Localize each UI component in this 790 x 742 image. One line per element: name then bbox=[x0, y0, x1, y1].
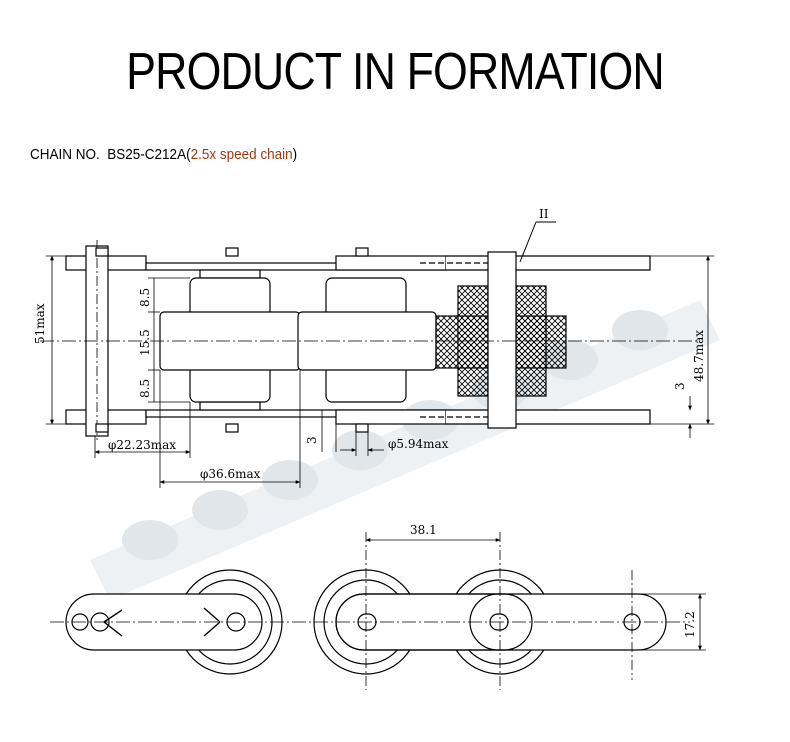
dim-bush-diameter-label: φ5.94max bbox=[388, 437, 449, 451]
section-pin bbox=[487, 251, 517, 429]
dim-overall-width-label: 51max bbox=[33, 303, 47, 344]
dim-plate-thickness-right-label: 3 bbox=[673, 382, 687, 390]
chain-note: 2.5x speed chain bbox=[190, 146, 293, 163]
page-title: PRODUCT IN FORMATION bbox=[126, 43, 665, 101]
dim-plate-height bbox=[632, 593, 706, 651]
chain-number: BS25-C212A( bbox=[107, 146, 191, 163]
top-view bbox=[40, 240, 700, 440]
dim-roller-mid: 15.5 bbox=[138, 329, 152, 356]
dim-roller-heights bbox=[148, 277, 190, 403]
dim-bush-diameter bbox=[340, 432, 384, 456]
dim-inner-width-label: 48.7max bbox=[692, 330, 706, 382]
dim-roller-top: 8.5 bbox=[138, 288, 152, 307]
dim-inner-width bbox=[650, 255, 714, 425]
chain-close: ) bbox=[292, 146, 298, 163]
dim-plate-thickness-left bbox=[321, 410, 337, 452]
dim-outer-roller-diameter-label: φ36.6max bbox=[200, 467, 261, 481]
dim-overall-width bbox=[46, 255, 66, 425]
section-mark-label: II bbox=[539, 207, 549, 221]
dim-pin-diameter bbox=[94, 402, 191, 458]
watermark-chain-photo bbox=[90, 300, 720, 600]
section-mark bbox=[519, 221, 556, 263]
dim-roller-bottom: 8.5 bbox=[138, 379, 152, 398]
chain-number-line: CHAIN NO. BS25-C212A(2.5x speed chain) bbox=[30, 146, 297, 163]
dim-pitch-label: 38.1 bbox=[410, 523, 437, 537]
dim-plate-height-label: 17.2 bbox=[683, 611, 697, 638]
dim-plate-thickness-left-label: 3 bbox=[305, 436, 319, 444]
dim-pin-diameter-label: φ22.23max bbox=[108, 438, 176, 452]
chain-label: CHAIN NO. bbox=[30, 146, 100, 163]
dim-outer-roller-diameter bbox=[159, 370, 301, 488]
